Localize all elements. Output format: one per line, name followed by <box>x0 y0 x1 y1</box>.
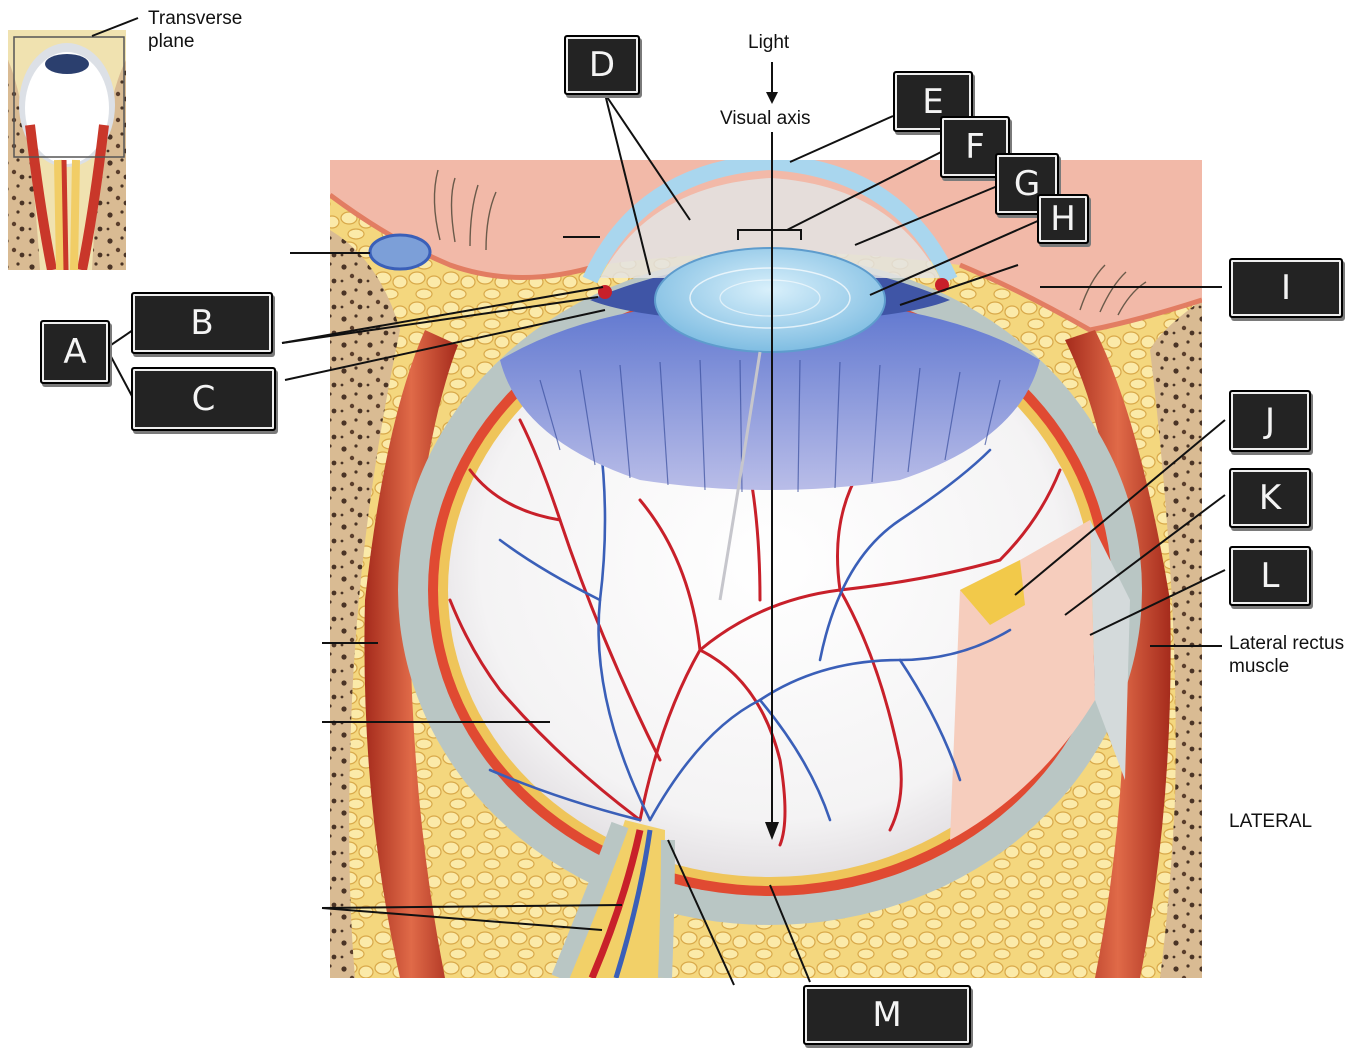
label-box-a[interactable]: A <box>40 320 110 384</box>
inset-illustration <box>8 30 126 270</box>
transverse-plane-frame <box>13 36 125 158</box>
label-box-l[interactable]: L <box>1229 546 1311 606</box>
label-box-d[interactable]: D <box>564 35 640 95</box>
visual-axis-caption: Visual axis <box>720 108 811 129</box>
lateral-caption: LATERAL <box>1229 811 1313 832</box>
visual-axis-arrow <box>765 62 779 840</box>
light-caption: Light <box>748 32 790 53</box>
leader-lines <box>107 93 1226 986</box>
label-box-c[interactable]: C <box>131 367 276 431</box>
label-box-h[interactable]: H <box>1037 194 1089 244</box>
transverse-plane-caption: Transverse plane <box>148 8 243 52</box>
label-box-k[interactable]: K <box>1229 468 1311 528</box>
label-box-m[interactable]: M <box>803 985 971 1045</box>
eye-section <box>330 160 1202 978</box>
lateral-rectus-caption: Lateral rectus muscle <box>1229 633 1345 677</box>
label-box-j[interactable]: J <box>1229 390 1311 452</box>
label-box-b[interactable]: B <box>131 292 273 354</box>
label-box-i[interactable]: I <box>1229 258 1343 318</box>
